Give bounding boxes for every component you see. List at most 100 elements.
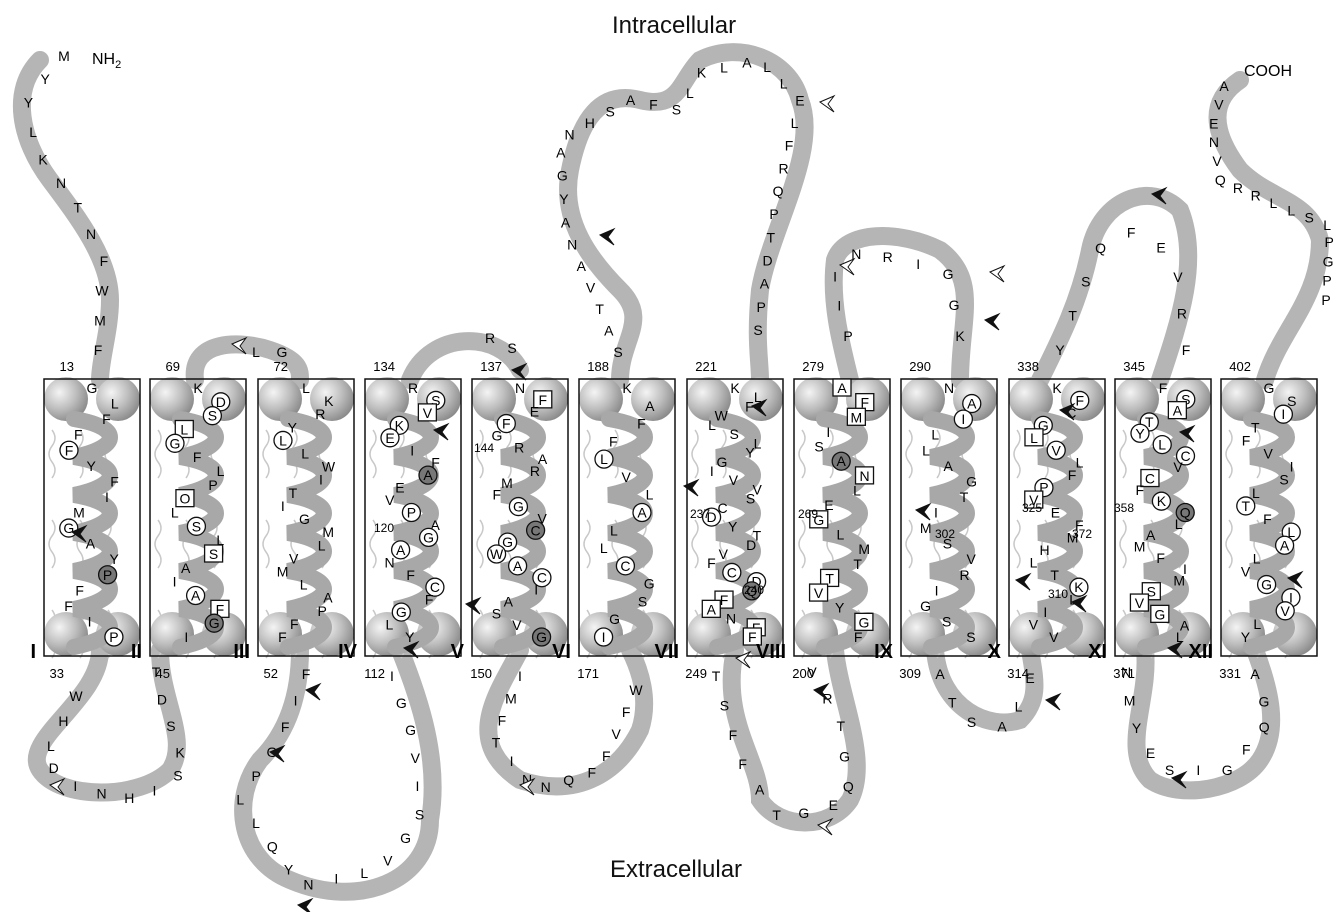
cleavage-arrow-icon (985, 314, 999, 330)
residue-letter: K (1157, 493, 1167, 509)
residue-letter: A (1173, 403, 1183, 419)
lipid-tail (1014, 430, 1020, 478)
residue-letter: F (492, 487, 501, 503)
lipid-tail (1120, 520, 1126, 568)
residue-letter: I (1290, 459, 1294, 475)
c-terminus-residue: L (1270, 195, 1278, 211)
cleavage-arrow-icon (820, 96, 834, 112)
loop-residue: A (577, 258, 587, 274)
loop-residue: I (73, 778, 77, 794)
residue-letter: F (278, 629, 287, 645)
residue-letter: M (851, 409, 863, 425)
lipid-tail (799, 520, 805, 568)
tm-bottom-number: 314 (1007, 666, 1029, 681)
loop-residue: F (622, 704, 631, 720)
residue-letter: R (408, 380, 418, 396)
n-terminus-residue: N (86, 226, 96, 242)
lipid-tail (906, 430, 912, 478)
n-terminus-residue: W (95, 283, 109, 299)
lipid-tail (1226, 520, 1232, 568)
loop-residue: D (157, 691, 167, 707)
loop-residue: N (567, 236, 577, 252)
residue-letter: A (86, 536, 96, 552)
residue-letter: G (1154, 606, 1165, 622)
cleavage-arrow-icon (1016, 574, 1030, 590)
loop-residue: L (763, 59, 771, 75)
loop-residue: I (833, 268, 837, 284)
lipid-tail (263, 520, 269, 568)
residue-letter: M (73, 505, 85, 521)
residue-letter: L (1030, 430, 1038, 446)
residue-letter: G (87, 380, 98, 396)
residue-letter: A (837, 453, 847, 469)
loop-residue: L (686, 85, 694, 101)
residue-letter: L (171, 505, 179, 521)
residue-letter: V (1281, 603, 1291, 619)
residue-letter: F (64, 598, 73, 614)
residue-letter: S (1279, 472, 1288, 488)
loop-residue: G (798, 805, 809, 821)
residue-letter: S (730, 426, 739, 442)
residue-letter: F (1263, 511, 1272, 527)
residue-letter: G (513, 499, 524, 515)
residue-letter: L (386, 617, 394, 633)
loop-residue: L (236, 792, 244, 808)
loop-residue: N (564, 127, 574, 143)
loop-residue: T (1068, 308, 1077, 324)
tm-top-number: 13 (60, 359, 74, 374)
loop-residue: I (916, 256, 920, 272)
residue-letter: A (423, 467, 433, 483)
residue-letter: A (837, 380, 847, 396)
lipid-tail (49, 520, 55, 568)
position-number: 237 (690, 507, 710, 521)
loop-residue: G (839, 748, 850, 764)
residue-letter: N (515, 380, 525, 396)
residue-letter: S (209, 546, 218, 562)
residue-letter: A (513, 558, 523, 574)
residue-letter: L (279, 432, 287, 448)
loop-residue: A (742, 55, 752, 71)
residue-letter: A (504, 593, 514, 609)
position-number: 240 (744, 583, 764, 597)
residue-letter: I (710, 463, 714, 479)
position-number: 302 (935, 527, 955, 541)
position-number: 358 (1114, 501, 1134, 515)
tm-roman-4: IV (338, 641, 358, 663)
residue-letter: A (967, 396, 977, 412)
residue-letter: C (537, 570, 547, 586)
loop-residue: V (1173, 269, 1183, 285)
loop-residue: Q (1259, 719, 1270, 735)
tm-roman-8: VIII (756, 641, 786, 663)
residue-letter: F (290, 616, 299, 632)
tm-roman-2: II (131, 641, 142, 663)
c-terminus-residue: R (1251, 187, 1261, 203)
residue-letter: G (644, 576, 655, 592)
residue-letter: L (837, 526, 845, 542)
residue-letter: I (281, 498, 285, 514)
residue-letter: M (277, 563, 289, 579)
tm-roman-7: VII (655, 641, 679, 663)
loop-residue: I (152, 783, 156, 799)
residue-letter: S (192, 518, 201, 534)
residue-letter: L (600, 451, 608, 467)
loop-residue: S (507, 340, 516, 356)
tm-bottom-number: 112 (364, 666, 385, 681)
tm-roman-3: III (233, 641, 250, 663)
loop-residue: Q (843, 779, 854, 795)
loop-residue: T (772, 807, 781, 823)
tm-bottom-number: 309 (899, 666, 921, 681)
c-terminus-residue: N (1209, 134, 1219, 150)
lipid-tail (692, 430, 698, 478)
loop-residue: F (738, 756, 747, 772)
residue-letter: F (193, 449, 202, 465)
loop-residue: G (943, 266, 954, 282)
residue-letter: F (502, 416, 511, 432)
residue-letter: Y (1241, 629, 1251, 645)
residue-letter: C (620, 558, 630, 574)
loop-residue: L (1015, 699, 1023, 715)
loop-residue: T (712, 668, 721, 684)
residue-letter: S (814, 439, 823, 455)
residue-letter: P (318, 603, 327, 619)
residue-letter: L (922, 442, 930, 458)
